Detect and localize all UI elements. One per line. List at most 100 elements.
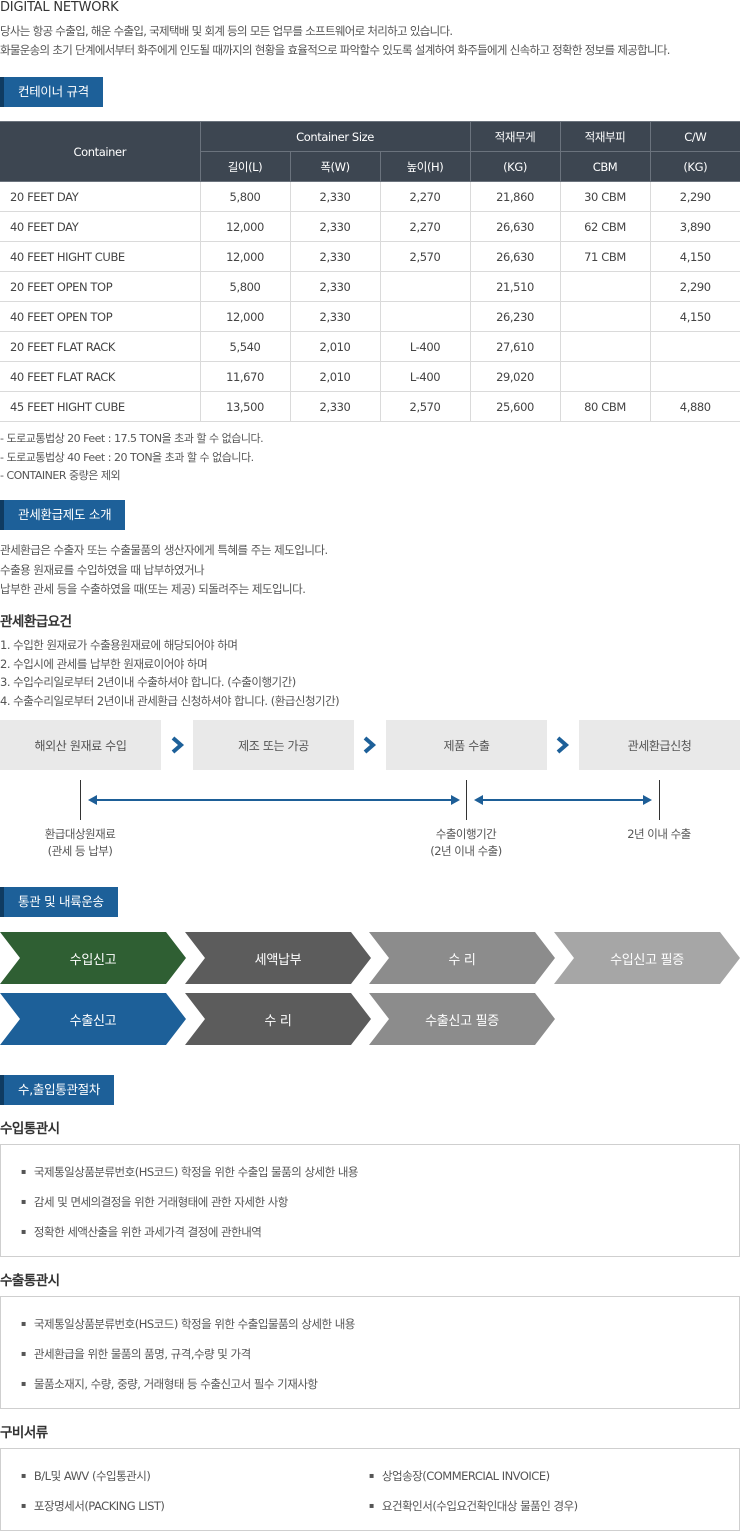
note-line: - 도로교통법상 40 Feet : 20 TON을 초과 할 수 없습니다. <box>0 450 254 464</box>
col-header-size: Container Size <box>199 121 471 152</box>
list-item: 포장명세서(PACKING LIST) <box>21 1498 165 1514</box>
list-item: 국제통일상품분류번호(HS코드) 학정을 위한 수출입 물품의 상세한 내용 <box>21 1164 359 1180</box>
chevron-right-icon <box>363 736 377 754</box>
table-cell <box>379 271 471 302</box>
step-box: 제조 또는 가공 <box>193 720 354 770</box>
section-label-container: 컨테이너 규격 <box>0 77 103 107</box>
col-header-weight-unit: (KG) <box>469 151 561 182</box>
timeline-label: 2년 이내 수출 <box>599 826 719 843</box>
step-box: 관세환급신청 <box>579 720 740 770</box>
table-cell: 5,540 <box>199 331 290 362</box>
table-cell: 20 FEET FLAT RACK <box>0 331 200 362</box>
timeline-label: 환급대상원재료 (관세 등 납부) <box>20 826 140 860</box>
import-flow-step: 수입신고 <box>0 932 186 984</box>
table-cell: 62 CBM <box>559 211 651 242</box>
timeline-label-line: (관세 등 납부) <box>47 844 113 858</box>
step-box: 해외산 원재료 수입 <box>0 720 161 770</box>
section-label-transport: 통관 및 내륙운송 <box>0 887 118 917</box>
timeline-label-line: 수출이행기간 <box>435 827 497 841</box>
table-cell <box>559 331 651 362</box>
table-cell: 3,890 <box>649 211 740 242</box>
container-spec-table: Container Container Size 적재무게 적재부피 C/W 길… <box>0 121 740 422</box>
table-cell: 2,330 <box>289 211 380 242</box>
para-line: 관세환급은 수출자 또는 수출물품의 생산자에게 특혜를 주는 제도입니다. <box>0 543 328 557</box>
table-cell: 2,330 <box>289 301 380 332</box>
table-cell: 29,020 <box>469 361 561 392</box>
table-cell: L-400 <box>379 361 471 392</box>
table-cell <box>559 361 651 392</box>
table-cell: 2,290 <box>649 271 740 302</box>
table-cell: 2,330 <box>289 241 380 272</box>
table-cell: 30 CBM <box>559 181 651 212</box>
intro-line: 화물운송의 초기 단계에서부터 화주에게 인도될 때까지의 현황을 효율적으로 … <box>0 43 670 57</box>
import-procedure-title: 수입통관시 <box>0 1121 60 1137</box>
timeline-double-arrow <box>88 795 460 805</box>
intro-text: 당사는 항공 수출입, 해운 수출입, 국제택배 및 회계 등의 모든 업무를 … <box>0 22 670 60</box>
col-header-cw-unit: (KG) <box>649 151 740 182</box>
intro-line: 당사는 항공 수출입, 해운 수출입, 국제택배 및 회계 등의 모든 업무를 … <box>0 24 453 38</box>
table-cell: 40 FEET DAY <box>0 211 200 242</box>
timeline-double-arrow <box>474 795 652 805</box>
list-item: 감세 및 면세의결정을 위한 거래형태에 관한 자세한 사항 <box>21 1194 288 1210</box>
table-cell: 71 CBM <box>559 241 651 272</box>
table-cell: 4,880 <box>649 391 740 422</box>
table-cell <box>649 361 740 392</box>
table-cell: 2,270 <box>379 211 471 242</box>
timeline-label: 수출이행기간 (2년 이내 수출) <box>406 826 526 860</box>
timeline-marker <box>80 780 81 820</box>
requirement-item: 3. 수입수리일로부터 2년이내 수출하셔야 합니다. (수출이행기간) <box>0 675 296 689</box>
list-item: 관세환급을 위한 물품의 품명, 규격,수량 및 가격 <box>21 1346 251 1362</box>
list-item: 국제통일상품분류번호(HS코드) 학정을 위한 수출입물품의 상세한 내용 <box>21 1316 355 1332</box>
table-cell: 2,010 <box>289 361 380 392</box>
table-cell: 2,570 <box>379 391 471 422</box>
table-cell: 40 FEET HIGHT CUBE <box>0 241 200 272</box>
chevron-right-icon <box>556 736 570 754</box>
list-item: 물품소재지, 수량, 중량, 거래형태 등 수출신고서 필수 기재사항 <box>21 1376 318 1392</box>
table-cell: 45 FEET HIGHT CUBE <box>0 391 200 422</box>
table-cell: 12,000 <box>199 301 290 332</box>
requirements-list: 1. 수입한 원재료가 수출용원재료에 해당되어야 하며 2. 수입시에 관세를… <box>0 636 340 710</box>
table-cell: 26,630 <box>469 211 561 242</box>
table-cell: 40 FEET OPEN TOP <box>0 301 200 332</box>
table-cell: 20 FEET OPEN TOP <box>0 271 200 302</box>
import-flow-step: 수 리 <box>369 932 555 984</box>
export-flow-step: 수 리 <box>185 993 371 1045</box>
table-cell: 5,800 <box>199 271 290 302</box>
table-cell: 2,290 <box>649 181 740 212</box>
col-header-volume-unit: CBM <box>559 151 651 182</box>
export-procedure-title: 수출통관시 <box>0 1273 60 1289</box>
table-cell <box>559 301 651 332</box>
requirement-item: 1. 수입한 원재료가 수출용원재료에 해당되어야 하며 <box>0 638 238 652</box>
section-label-refund: 관세환급제도 소개 <box>0 500 126 530</box>
timeline-marker <box>466 780 467 820</box>
table-cell: 11,670 <box>199 361 290 392</box>
table-cell: 80 CBM <box>559 391 651 422</box>
table-cell: 26,230 <box>469 301 561 332</box>
table-cell: 4,150 <box>649 241 740 272</box>
requirement-item: 2. 수입시에 관세를 납부한 원재료이어야 하며 <box>0 656 208 671</box>
col-header-volume: 적재부피 <box>559 121 651 152</box>
col-header-weight: 적재무게 <box>469 121 561 152</box>
table-cell: 2,010 <box>289 331 380 362</box>
table-cell: 27,610 <box>469 331 561 362</box>
table-cell: 26,630 <box>469 241 561 272</box>
export-procedure-box: 국제통일상품분류번호(HS코드) 학정을 위한 수출입물품의 상세한 내용 관세… <box>0 1296 740 1409</box>
table-cell: 4,150 <box>649 301 740 332</box>
table-cell <box>649 331 740 362</box>
list-item: 정확한 세액산출을 위한 과세가격 결정에 관한내역 <box>21 1224 262 1240</box>
col-header-height: 높이(H) <box>379 151 471 182</box>
col-header-length: 길이(L) <box>199 151 291 182</box>
table-cell <box>379 301 471 332</box>
timeline-marker <box>659 780 660 820</box>
import-flow-step: 수입신고 필증 <box>554 932 740 984</box>
documents-title: 구비서류 <box>0 1425 48 1441</box>
para-line: 수출용 원재료를 수입하였을 때 납부하였거나 <box>0 562 205 577</box>
chevron-right-icon <box>171 736 185 754</box>
